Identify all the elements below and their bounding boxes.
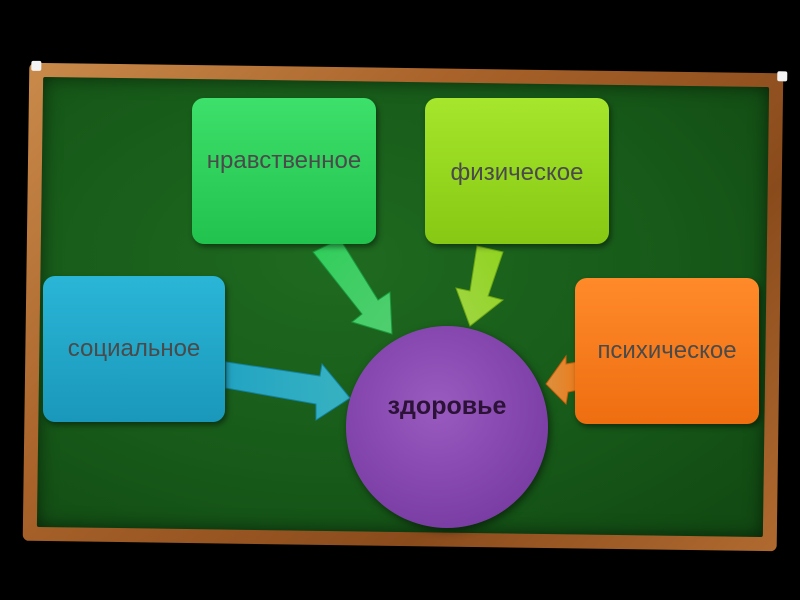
node-moral: нравственное bbox=[192, 98, 376, 244]
node-psychic-label: психическое bbox=[597, 336, 736, 366]
node-health-label: здоровье bbox=[377, 390, 517, 422]
node-physical-label: физическое bbox=[451, 158, 584, 188]
node-social: социальное bbox=[43, 276, 225, 422]
node-social-label: социальное bbox=[68, 334, 201, 364]
frame-corner-mark bbox=[777, 71, 787, 81]
node-physical: физическое bbox=[425, 98, 609, 244]
frame-corner-mark bbox=[31, 61, 41, 71]
node-health: здоровье bbox=[346, 326, 548, 528]
node-moral-label: нравственное bbox=[207, 146, 361, 176]
node-psychic: психическое bbox=[575, 278, 759, 424]
